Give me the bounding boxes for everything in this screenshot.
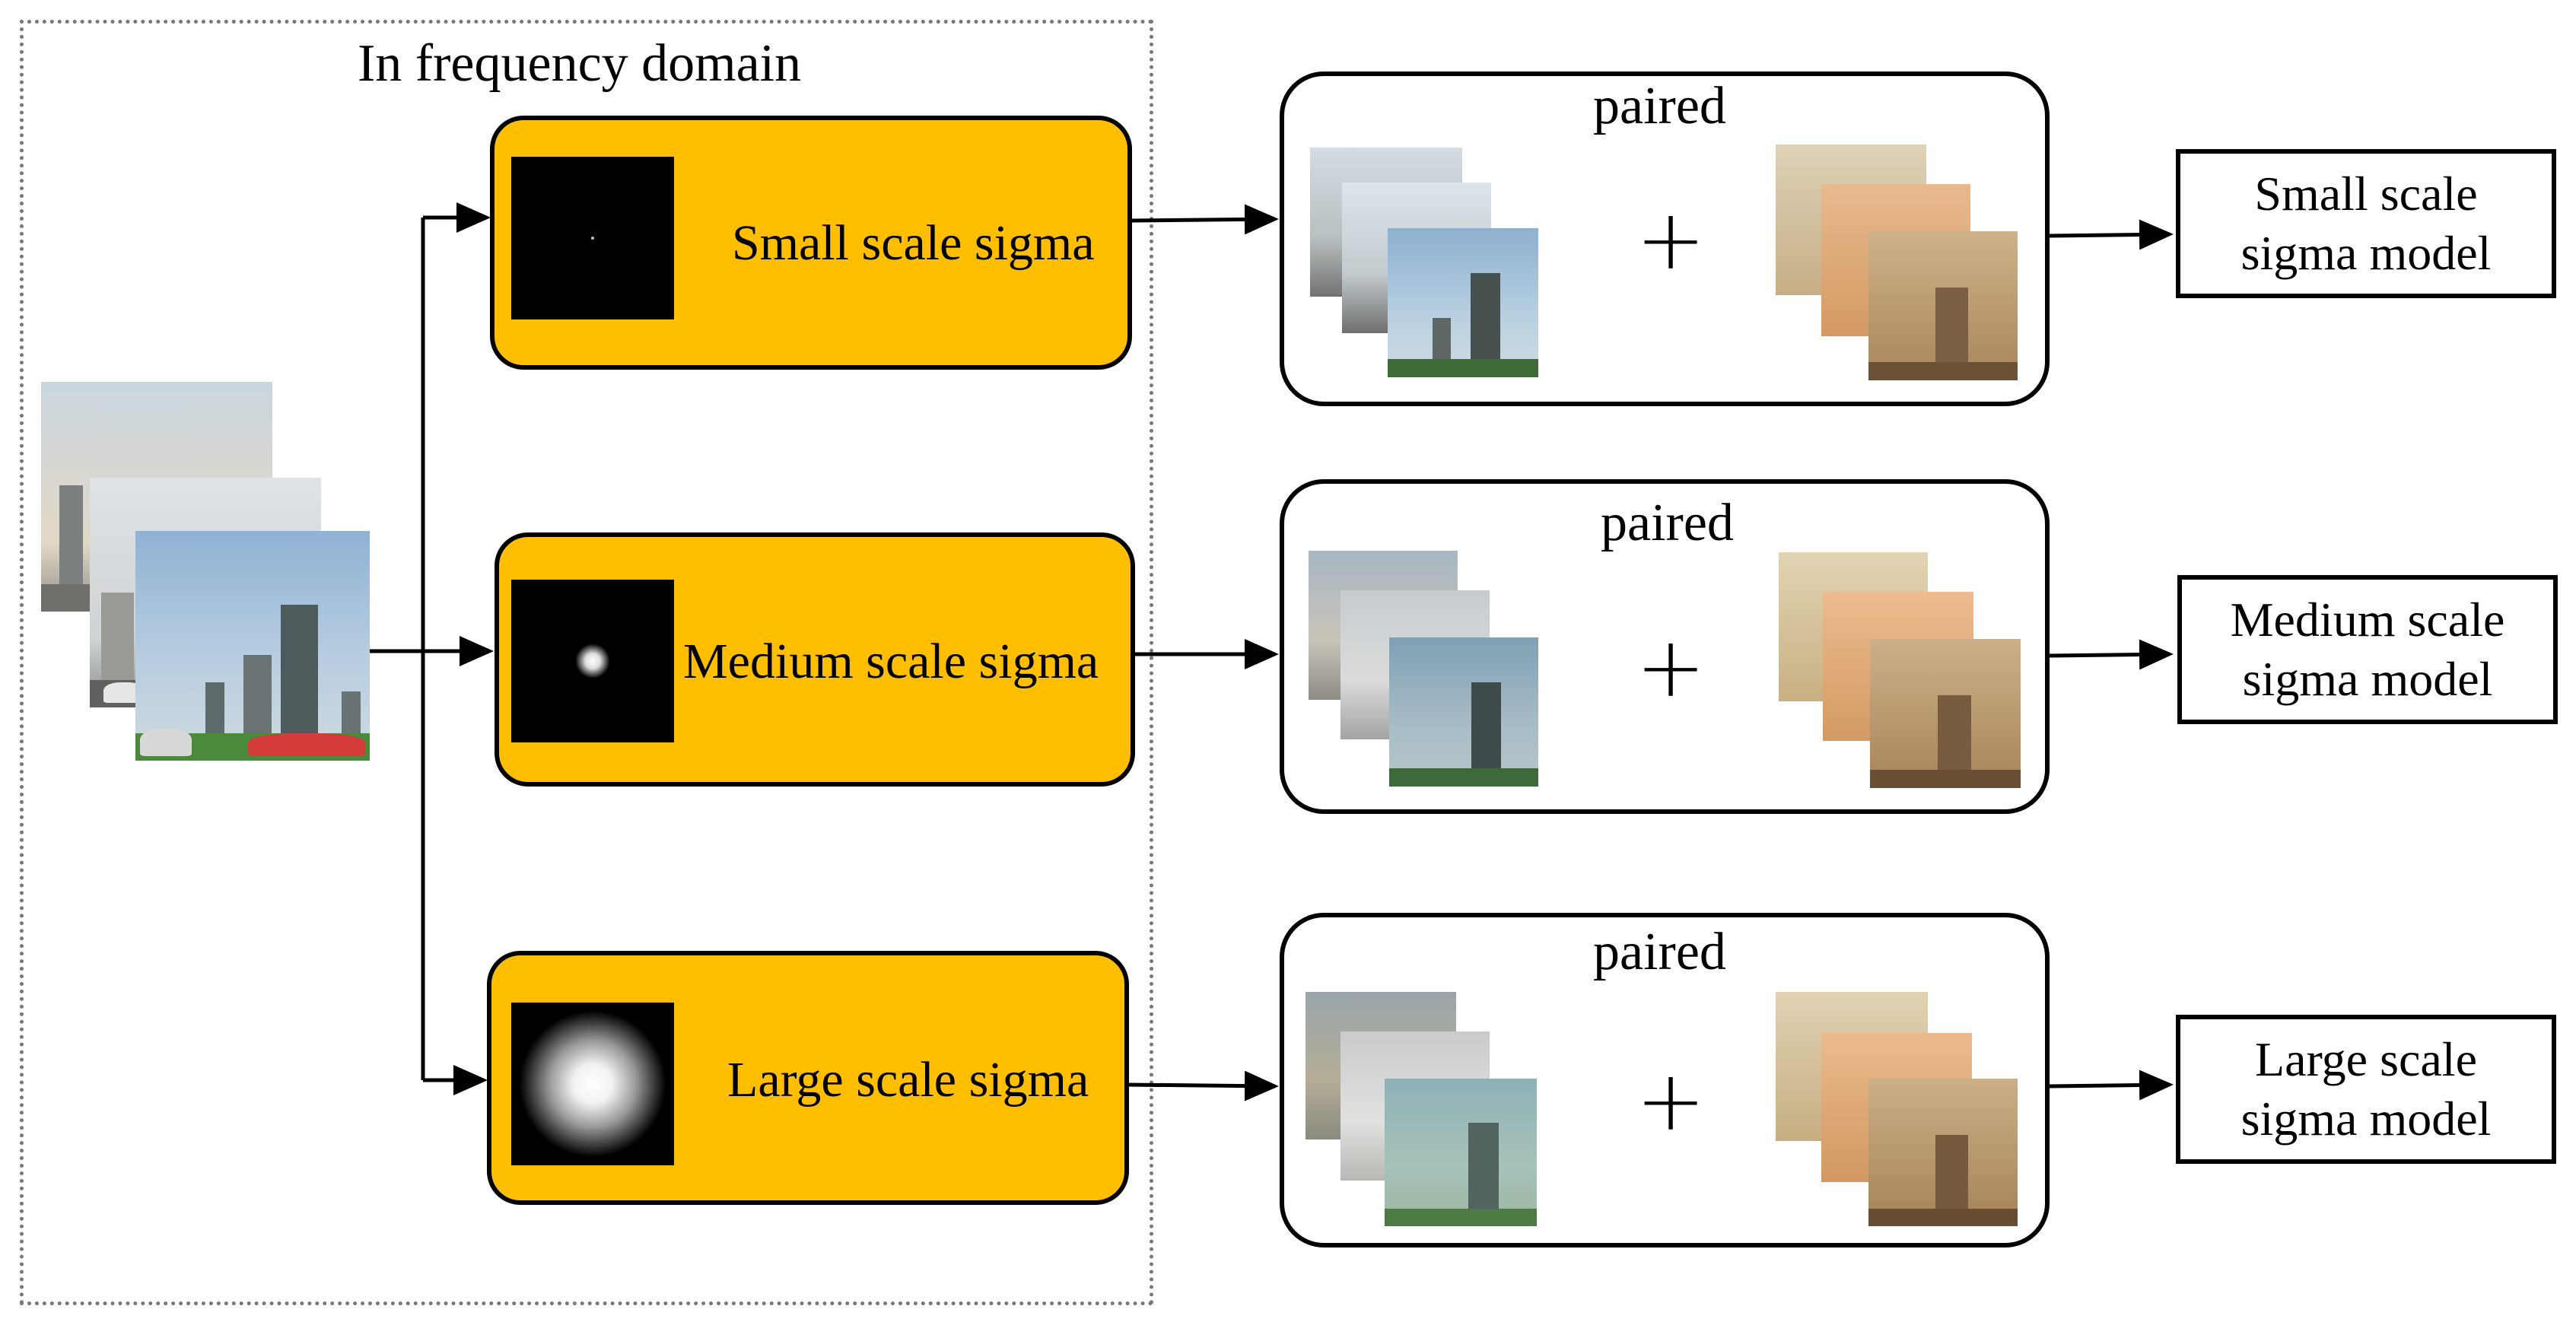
medium-model-line-1: Medium scale <box>2230 593 2505 647</box>
small-sigma-label: Small scale sigma <box>732 215 1095 271</box>
large-dust-image-front <box>1868 1079 2018 1226</box>
large-gaussian-kernel-icon <box>511 1003 674 1165</box>
small-paired-label: paired <box>1593 77 1726 135</box>
frequency-domain-frame <box>20 20 1153 1305</box>
medium-sigma-model-box: Medium scale sigma model <box>2177 575 2558 724</box>
input-photo-front <box>135 531 370 761</box>
arrow-large-to-pair <box>1127 1070 1279 1101</box>
medium-plus-sign: + <box>1636 618 1706 716</box>
small-plus-sign: + <box>1636 191 1706 288</box>
small-model-line-2: sigma model <box>2240 226 2492 280</box>
arrow-pair-to-medium-model <box>2049 639 2174 670</box>
medium-sigma-label: Medium scale sigma <box>683 634 1099 689</box>
arrow-pair-to-small-model <box>2049 219 2174 250</box>
medium-model-line-2: sigma model <box>2242 652 2493 706</box>
frequency-domain-title: In frequency domain <box>358 34 802 93</box>
arrow-pair-to-large-model <box>2049 1070 2174 1101</box>
small-filtered-image-front <box>1388 228 1538 377</box>
small-sigma-model-box: Small scale sigma model <box>2176 149 2556 298</box>
medium-dust-image-front <box>1870 639 2021 788</box>
large-filtered-image-front <box>1385 1079 1537 1226</box>
large-model-line-2: sigma model <box>2240 1092 2492 1146</box>
large-sigma-model-box: Large scale sigma model <box>2176 1015 2556 1164</box>
medium-gaussian-kernel-icon <box>511 580 674 742</box>
medium-paired-label: paired <box>1601 494 1734 552</box>
small-model-line-1: Small scale <box>2254 167 2478 221</box>
arrow-small-to-pair <box>1130 204 1279 235</box>
small-dust-image-front <box>1868 231 2018 380</box>
large-model-line-1: Large scale <box>2255 1032 2477 1086</box>
medium-filtered-image-front <box>1389 637 1538 787</box>
large-sigma-label: Large scale sigma <box>727 1052 1089 1108</box>
large-paired-label: paired <box>1593 923 1726 981</box>
large-plus-sign: + <box>1636 1052 1706 1149</box>
small-gaussian-kernel-icon <box>511 157 674 319</box>
